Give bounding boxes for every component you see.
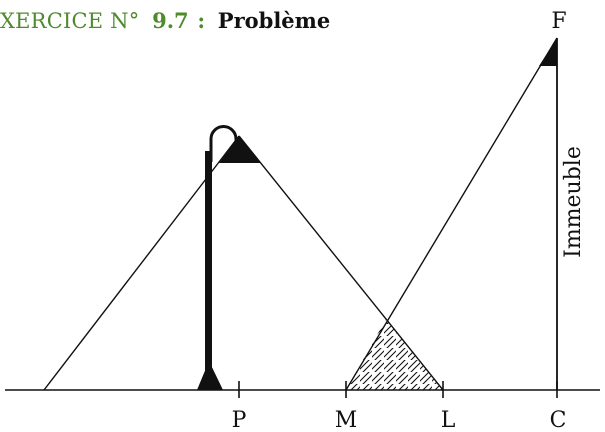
shadow-region: [346, 319, 443, 390]
point-label-f: F: [551, 9, 566, 34]
point-label-l: L: [441, 408, 456, 432]
lamp-head: [219, 136, 261, 163]
exercise-title: Problème: [217, 8, 331, 33]
point-label-p: P: [232, 408, 247, 432]
exercise-colon: :: [197, 8, 206, 33]
lamp-arm: [209, 125, 238, 162]
exercise-label: XERCICE N°: [0, 9, 140, 33]
lamp-post: [205, 151, 212, 390]
exercise-number: 9.7: [152, 8, 189, 33]
building-label: Immeuble: [561, 146, 586, 258]
light-ray-right: [238, 135, 444, 391]
angle-marker-top: [539, 38, 557, 66]
angle-marker-base: [197, 361, 223, 390]
exercise-header: XERCICE N° 9.7 : Problème: [0, 10, 330, 32]
ray-from-f: [345, 37, 558, 391]
point-label-m: M: [335, 408, 358, 432]
point-label-c: C: [550, 408, 567, 432]
